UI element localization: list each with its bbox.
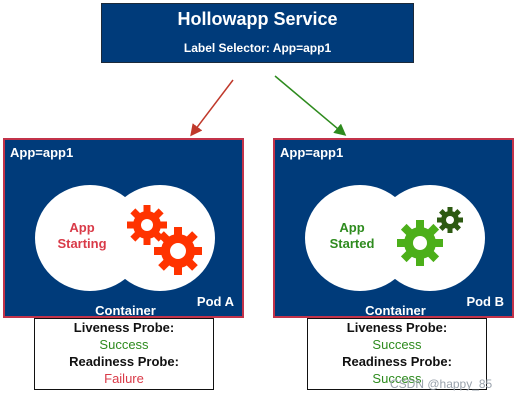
readiness-probe-status: Success [372,371,422,386]
liveness-probe-status: Success [99,337,149,352]
readiness-probe-status: Failure [104,371,144,386]
service-box: Hollowapp Service Label Selector: App=ap… [101,3,414,63]
arrow-to-pod-b [274,75,347,136]
pod-b-state-line2: Started [329,236,375,251]
service-title: Hollowapp Service [177,9,338,29]
liveness-probe-status: Success [372,337,422,352]
watermark: CSDN @happy_85 [390,377,493,391]
liveness-probe-label: Liveness Probe: [73,320,175,335]
gear-icon [437,207,463,233]
gear-icon [397,220,443,266]
pod-a-probe-box: Liveness Probe: Success Readiness Probe:… [34,318,214,390]
pod-a-app-state: App Starting [57,220,107,252]
pod-b-container-label: Container [365,303,426,318]
pod-b-state-line1: App [339,220,365,235]
gear-icon [127,205,167,245]
pod-b-name: Pod B [466,294,504,309]
arrow-to-pod-a [190,79,234,137]
pod-a-state-line1: App [69,220,95,235]
pod-a-container-label: Container [95,303,156,318]
pod-b-probe-box: Liveness Probe: Success Readiness Probe:… [307,318,487,390]
pod-b-container-shape [305,185,485,291]
gear-icon [154,227,202,275]
label-selector: Label Selector: App=app1 [183,41,332,55]
pod-a-name: Pod A [196,294,234,309]
readiness-probe-label: Readiness Probe: [342,354,452,369]
pod-a-app-label: App=app1 [10,145,74,160]
pod-a-state-line2: Starting [57,236,107,251]
liveness-probe-label: Liveness Probe: [346,320,448,335]
pod-b: App=app1 [273,138,514,318]
pod-b-app-state: App Started [327,220,377,252]
pod-a-container-shape [35,185,215,291]
pod-a: App=app1 [3,138,244,318]
pod-b-app-label: App=app1 [280,145,344,160]
readiness-probe-label: Readiness Probe: [69,354,179,369]
